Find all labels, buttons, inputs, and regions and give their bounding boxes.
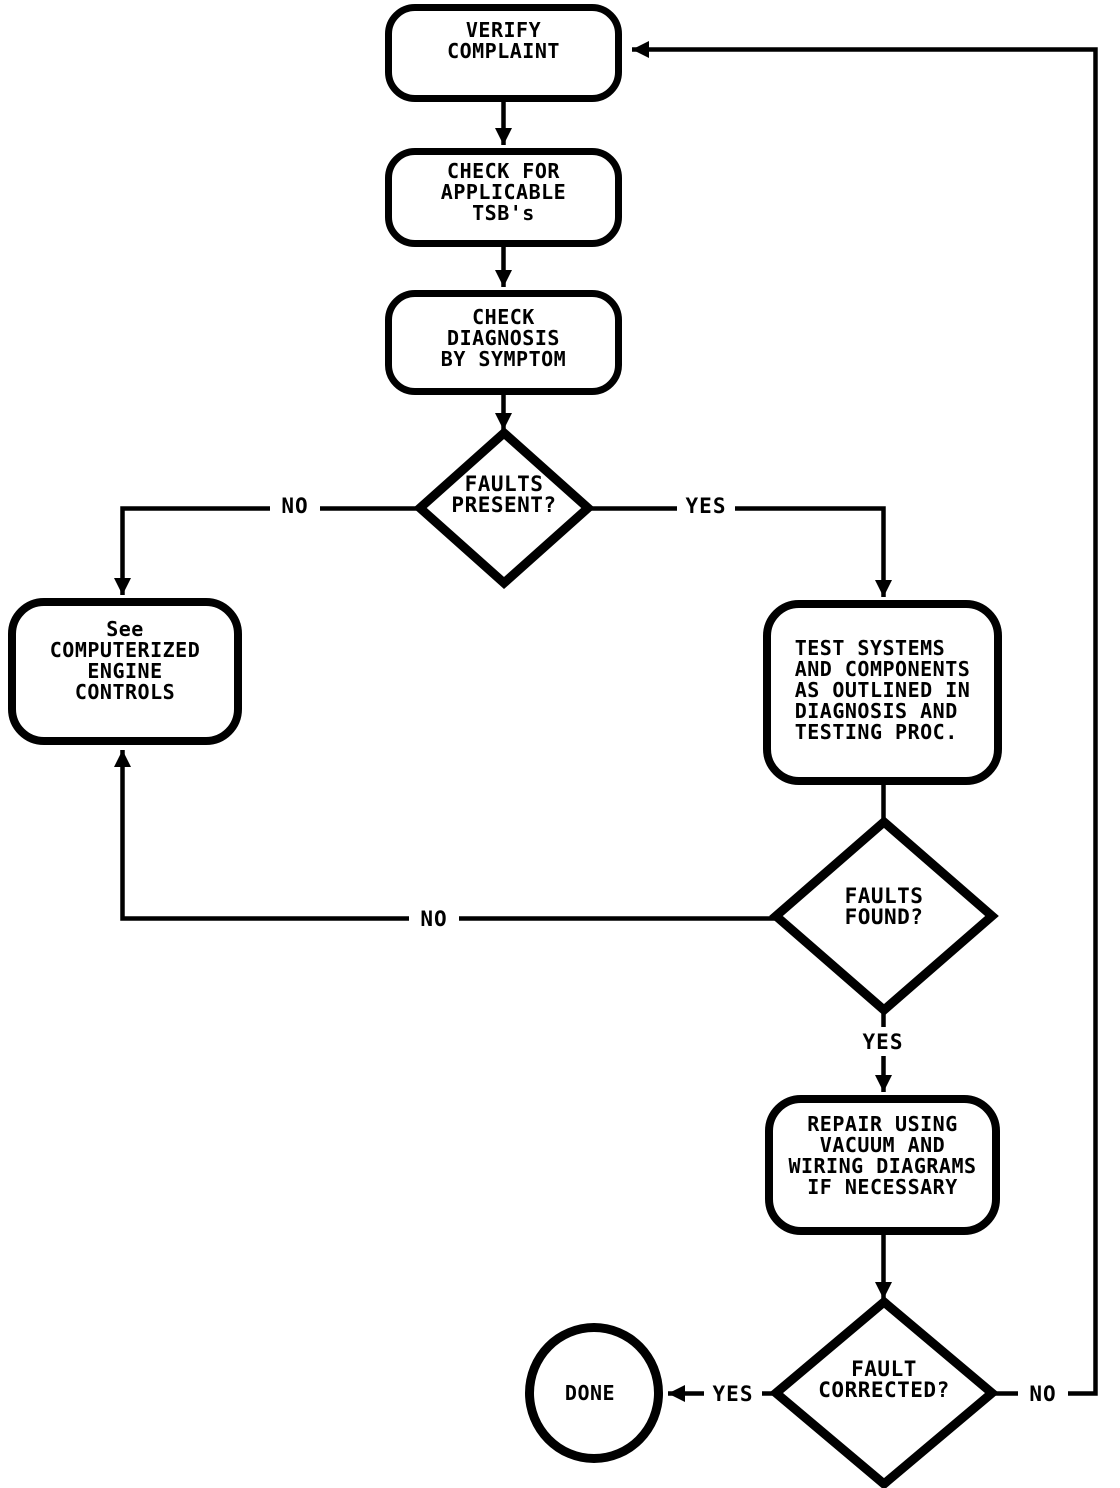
edge-label-faults-found-yes: YES [854,1027,912,1056]
node-done: DONE [525,1323,663,1463]
node-computerized-engine-controls: See COMPUTERIZED ENGINE CONTROLS [8,598,242,745]
diamond-faults-found [769,816,999,1016]
diamond-faults-present [413,426,595,590]
node-fault-corrected-label: FAULT CORRECTED? [818,1357,950,1402]
node-faults-present-label: FAULTS PRESENT? [451,472,557,517]
edge-label-fault-corrected-no: NO [1018,1379,1068,1408]
edge-faults-present-no [114,506,420,595]
edge-label-faults-found-no: NO [409,904,459,933]
diamond-fault-corrected [769,1296,999,1488]
edge-faults-present-yes [588,506,892,597]
node-check-diagnosis-by-symptom: CHECK DIAGNOSIS BY SYMPTOM [385,290,622,395]
node-check-tsbs: CHECK FOR APPLICABLE TSB's [385,148,622,247]
node-test-systems: TEST SYSTEMS AND COMPONENTS AS OUTLINED … [763,600,1002,785]
edge-label-faults-present-yes: YES [677,491,735,520]
node-repair-using-diagrams: REPAIR USING VACUUM AND WIRING DIAGRAMS … [765,1095,1000,1235]
edge-label-fault-corrected-yes: YES [704,1379,762,1408]
node-faults-found-label: FAULTS FOUND? [844,884,924,929]
edge-faults-found-no [114,750,776,921]
edge-label-faults-present-no: NO [270,491,320,520]
node-verify-complaint: VERIFY COMPLAINT [385,4,622,102]
